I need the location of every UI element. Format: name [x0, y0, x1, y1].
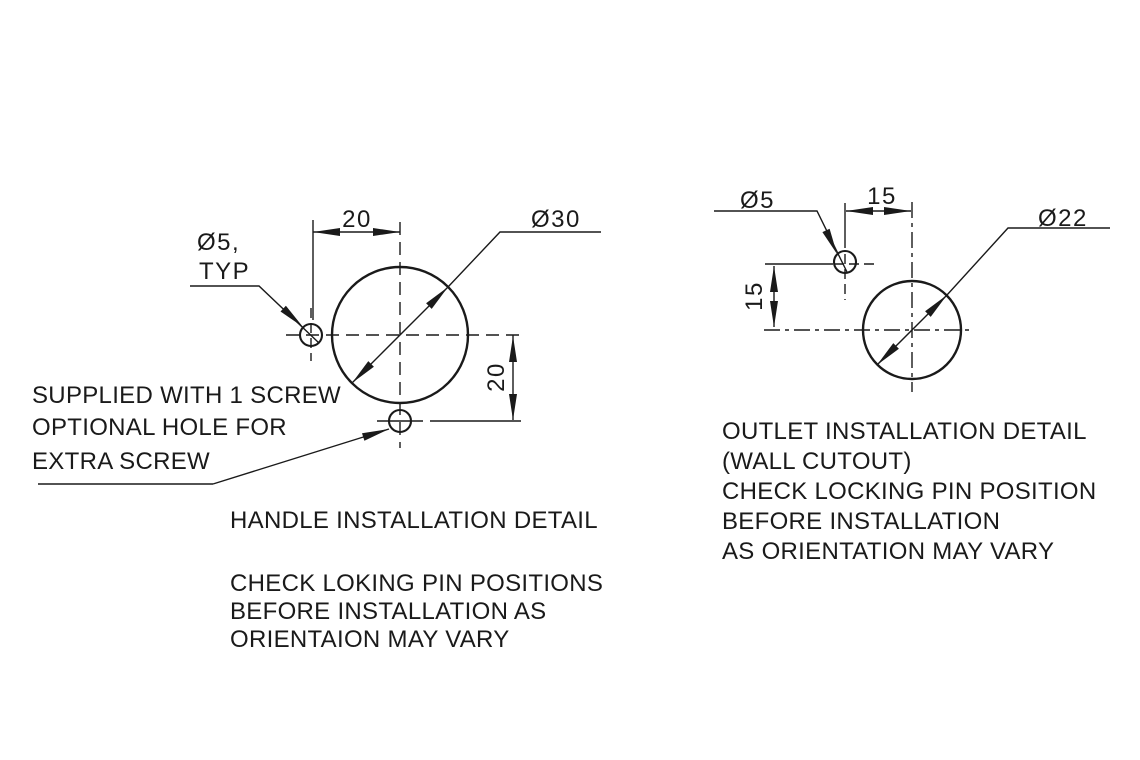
diameter-22-label: Ø22: [1038, 205, 1088, 232]
outlet-caption-line2: (WALL CUTOUT): [722, 448, 912, 475]
arrowhead-ne: [426, 287, 448, 309]
screw-note-line3: EXTRA SCREW: [32, 448, 210, 475]
outlet-detail-view: 15 15 Ø5 Ø22 OUTLET INSTALLATION DETAIL …: [714, 183, 1110, 565]
arrowhead-left: [313, 228, 340, 236]
dim-15-horizontal: 15: [846, 183, 911, 215]
dim-20-horizontal-value: 20: [342, 206, 372, 233]
arrowhead-right: [373, 228, 400, 236]
handle-caption: HANDLE INSTALLATION DETAIL CHECK LOKING …: [230, 507, 603, 653]
leader-line: [714, 210, 848, 273]
screw-note-callout: SUPPLIED WITH 1 SCREW OPTIONAL HOLE FOR …: [32, 382, 390, 485]
handle-detail-view: 20 20 Ø30 Ø5, TYP SUPPLIED WITH 1 SCREW: [32, 206, 603, 653]
arrowhead-top: [770, 266, 778, 292]
arrowhead: [280, 305, 303, 327]
hole-5-label: Ø5: [740, 187, 775, 214]
leader-line: [876, 227, 1110, 366]
hole-5-callout: Ø5: [714, 187, 848, 273]
dim-15-vertical: 15: [741, 266, 778, 327]
arrowhead-sw: [877, 343, 899, 365]
dim-20-horizontal: 20: [312, 206, 400, 320]
arrowhead-bottom: [509, 394, 517, 420]
arrowhead-left: [846, 207, 873, 215]
leader-line: [212, 428, 390, 485]
diameter-30-label: Ø30: [531, 206, 581, 233]
arrowhead: [362, 429, 389, 441]
arrowhead: [822, 228, 837, 254]
handle-caption-title: HANDLE INSTALLATION DETAIL: [230, 507, 598, 534]
hole-5-label-line1: Ø5,: [197, 229, 240, 256]
arrowhead-sw: [352, 361, 374, 383]
hole-5-typ-callout: Ø5, TYP: [190, 229, 320, 344]
screw-note-line2: OPTIONAL HOLE FOR: [32, 414, 287, 441]
outlet-caption-line5: AS ORIENTATION MAY VARY: [722, 538, 1054, 565]
dim-20-vertical: 20: [430, 335, 521, 422]
handle-caption-line4: ORIENTAION MAY VARY: [230, 626, 510, 653]
arrowhead-right: [884, 207, 911, 215]
hole-5-label-line2: TYP: [199, 258, 250, 285]
arrowhead-bottom: [770, 301, 778, 327]
outlet-caption-title: OUTLET INSTALLATION DETAIL: [722, 418, 1087, 445]
arrowhead-top: [509, 336, 517, 362]
dim-15-vertical-value: 15: [741, 281, 768, 311]
arrowhead-ne: [925, 295, 947, 317]
outlet-caption-line4: BEFORE INSTALLATION: [722, 508, 1000, 535]
handle-caption-line3: BEFORE INSTALLATION AS: [230, 598, 546, 625]
outlet-caption-line3: CHECK LOCKING PIN POSITION: [722, 478, 1097, 505]
dim-20-vertical-value: 20: [483, 362, 510, 392]
outlet-caption: OUTLET INSTALLATION DETAIL (WALL CUTOUT)…: [722, 418, 1097, 565]
diameter-30-callout: Ø30: [351, 206, 601, 384]
leader-line: [351, 231, 601, 384]
handle-caption-line2: CHECK LOKING PIN POSITIONS: [230, 570, 603, 597]
diameter-22-callout: Ø22: [876, 205, 1110, 366]
screw-note-line1: SUPPLIED WITH 1 SCREW: [32, 382, 341, 409]
dim-15-horizontal-value: 15: [867, 183, 897, 210]
